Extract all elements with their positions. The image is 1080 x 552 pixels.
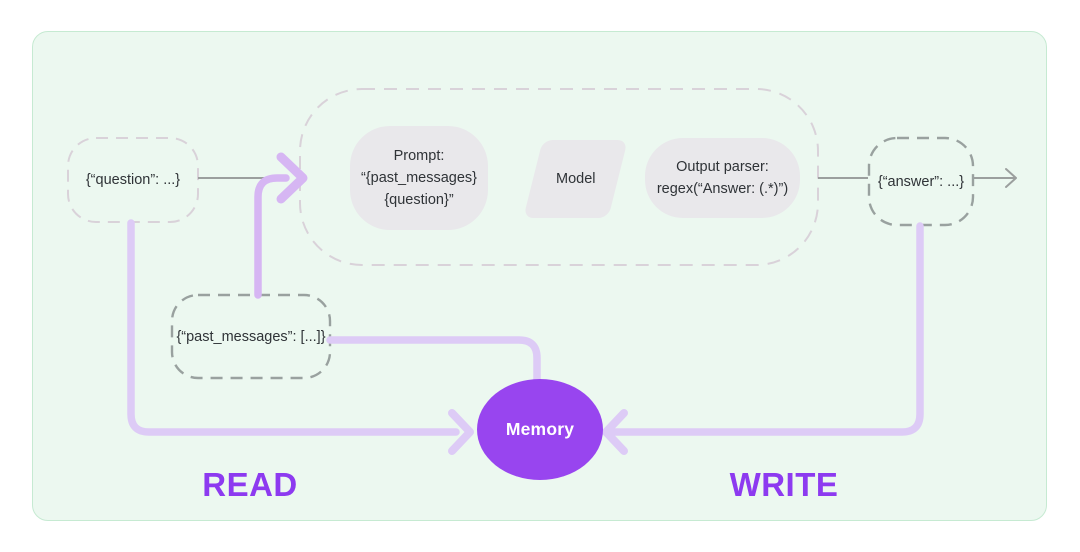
- answer-node-label: {“answer”: ...}: [877, 173, 965, 190]
- chain-input-arrowhead: [276, 152, 308, 204]
- memory-node: Memory: [477, 379, 603, 480]
- write-arrowhead: [602, 409, 628, 455]
- prompt-node-label: Prompt: “{past_messages} {question}”: [360, 148, 478, 208]
- past-messages-node-label: {“past_messages”: [...]}: [176, 328, 326, 345]
- question-node-label: {“question”: ...}: [85, 172, 181, 188]
- output-parser-node: Output parser: regex(“Answer: (.*)”): [645, 138, 800, 218]
- question-to-memory-line: [127, 219, 460, 436]
- answer-node: {“answer”: ...}: [869, 138, 973, 225]
- question-node: {“question”: ...}: [68, 138, 198, 222]
- write-label: WRITE: [729, 466, 839, 503]
- answer-output-arrowhead: [1005, 168, 1017, 188]
- model-node-label: Model: [555, 171, 596, 187]
- output-parser-node-label: Output parser: regex(“Answer: (.*)”): [656, 159, 789, 197]
- answer-to-memory-line: [610, 222, 924, 436]
- read-label: READ: [202, 466, 298, 503]
- past-messages-to-memory-line: [326, 336, 541, 404]
- memory-to-chain-line: [254, 174, 290, 299]
- read-arrowhead: [448, 409, 474, 455]
- past-messages-node: {“past_messages”: [...]}: [172, 295, 330, 378]
- prompt-node: Prompt: “{past_messages} {question}”: [350, 126, 488, 230]
- memory-node-label: Memory: [505, 419, 575, 439]
